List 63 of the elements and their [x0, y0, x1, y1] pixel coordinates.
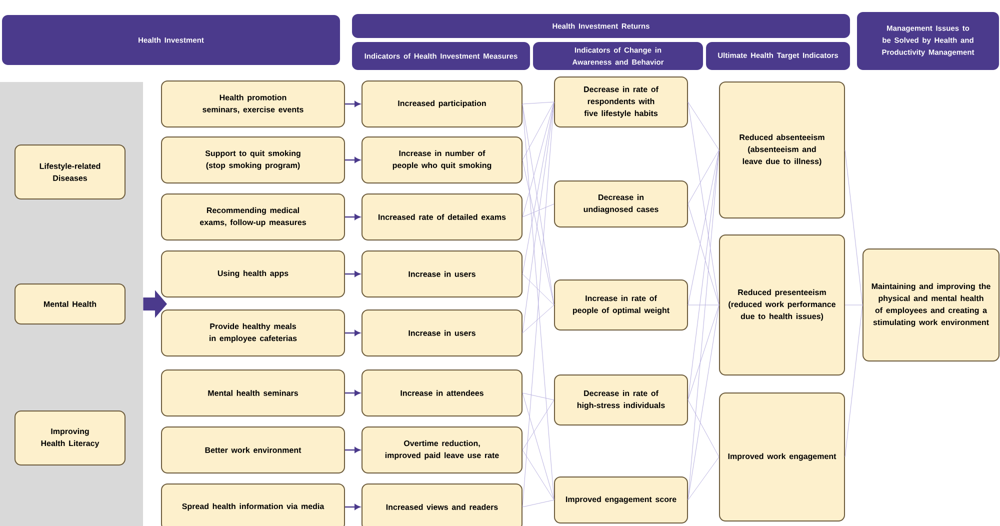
connector-line	[688, 456, 720, 500]
connector-line	[522, 102, 554, 274]
process-box: Reduced presenteeism (reduced work performance due to health issues)	[719, 234, 845, 376]
process-box: Recommending medical exams, follow-up measures	[161, 194, 345, 240]
process-box: Provide healthy meals in employee cafeterias	[161, 310, 345, 356]
process-box: Improving Health Literacy	[14, 410, 126, 466]
process-box: Overtime reduction, improved paid leave use rate	[362, 426, 522, 474]
connector-line	[522, 274, 554, 306]
connector-line	[688, 102, 720, 306]
connector-line	[522, 160, 554, 306]
process-box: Decrease in rate of high-stress individuals	[554, 374, 688, 426]
connector-line	[688, 150, 720, 204]
connector-line	[688, 400, 720, 458]
connector-line	[522, 392, 554, 500]
process-box: Reduced absenteeism (absenteeism and leave due to illness)	[719, 82, 845, 218]
process-box: Decrease in rate of respondents with five lifestyle habits	[554, 76, 688, 128]
connector-line	[688, 150, 720, 306]
connector-line	[688, 150, 720, 500]
connector-line	[522, 500, 554, 508]
process-box: Increase in rate of people of optimal weight	[554, 280, 688, 330]
arrow	[345, 271, 360, 277]
arrow	[345, 214, 360, 220]
process-box: Spread health information via media	[161, 484, 345, 526]
process-box: Using health apps	[161, 250, 345, 298]
process-box: Increased participation	[362, 80, 522, 128]
connector-line	[522, 102, 554, 104]
arrow	[345, 447, 360, 453]
process-box: Increased rate of detailed exams	[362, 194, 522, 240]
process-box: Increase in users	[362, 250, 522, 298]
process-box: Increase in number of people who quit smoking	[362, 136, 522, 184]
process-box: Improved engagement score	[554, 476, 688, 524]
connector-line	[522, 102, 554, 218]
connector-line	[688, 304, 720, 400]
connector-line	[688, 204, 720, 306]
process-box: Lifestyle-related Diseases	[14, 144, 126, 200]
connector-line	[844, 304, 863, 306]
process-box: Improved work engagement	[719, 392, 845, 522]
arrow	[345, 101, 360, 107]
connector-line	[844, 150, 863, 306]
arrow	[345, 504, 360, 510]
arrow	[345, 390, 360, 396]
arrow	[345, 157, 360, 163]
process-box: Health promotion seminars, exercise events	[161, 80, 345, 128]
connector-line	[688, 304, 720, 306]
connector-line	[844, 304, 863, 458]
connector-line	[522, 102, 554, 160]
connector-line	[688, 102, 720, 150]
connector-line	[688, 304, 720, 500]
connector-line	[522, 304, 554, 334]
process-box: Support to quit smoking (stop smoking program)	[161, 136, 345, 184]
connector-line	[522, 204, 554, 218]
process-box: Increase in users	[362, 310, 522, 356]
process-box: Mental health seminars	[161, 370, 345, 416]
arrow	[345, 330, 360, 336]
process-box: Mental Health	[14, 284, 126, 324]
connector-line	[522, 400, 554, 450]
process-box: Better work environment	[161, 426, 345, 474]
process-box: Decrease in undiagnosed cases	[554, 180, 688, 228]
process-box: Maintaining and improving the physical and mental health of employees and creating a stimulating work environment	[862, 248, 1000, 362]
process-box: Increased views and readers	[362, 484, 522, 526]
connector-line	[522, 392, 554, 400]
connector-line	[522, 450, 554, 500]
process-box: Increase in attendees	[362, 370, 522, 416]
